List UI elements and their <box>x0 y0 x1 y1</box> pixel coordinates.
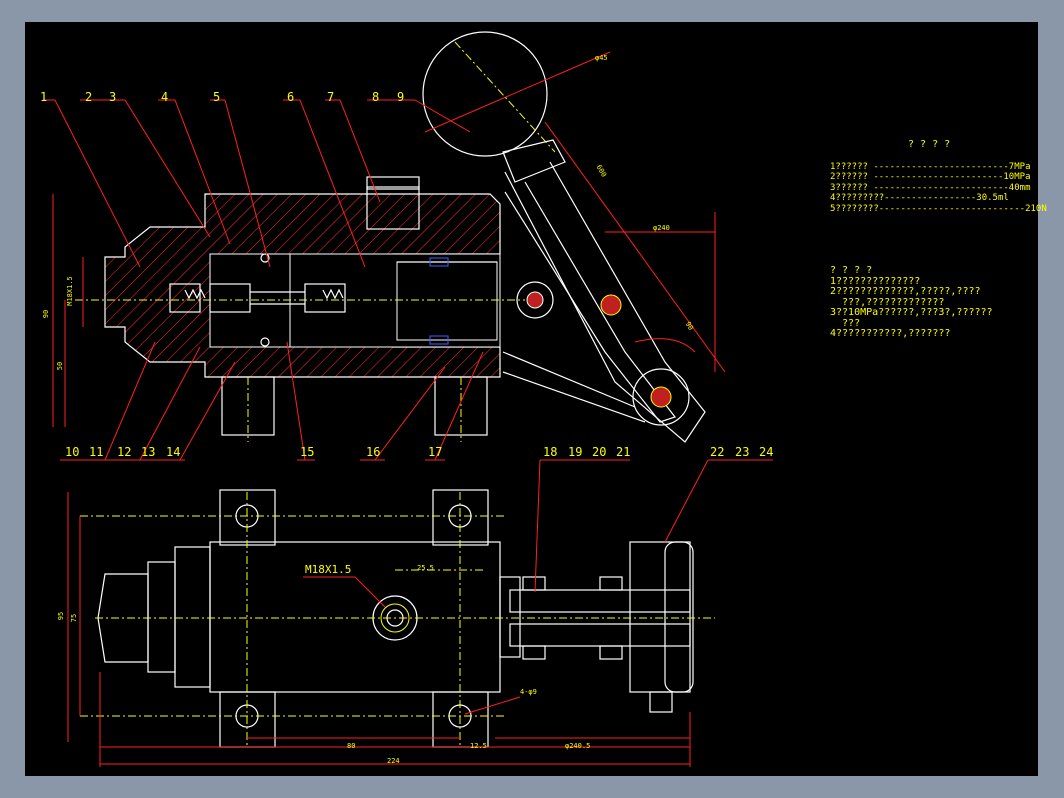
spec-notes: ? ? ? ? 1?????? ------------------------… <box>830 139 1047 214</box>
balloon-7: 7 <box>327 90 335 104</box>
balloon-18: 18 <box>543 445 558 459</box>
dim-80: 80 <box>347 742 356 750</box>
req-title: ? ? ? ? <box>830 265 873 276</box>
balloon-17: 17 <box>428 445 443 459</box>
balloon-24: 24 <box>759 445 774 459</box>
dim-95: 95 <box>57 611 66 621</box>
dim-50: 50 <box>56 361 65 371</box>
req-line-6: 4???????????,??????? <box>830 328 951 339</box>
hole-label: 4-φ9 <box>520 688 537 696</box>
dim-90b: 90 <box>683 320 695 332</box>
balloon-leaders <box>43 99 773 715</box>
balloon-12: 12 <box>117 445 132 459</box>
balloon-4: 4 <box>161 90 169 104</box>
balloon-20: 20 <box>592 445 607 459</box>
balloon-15: 15 <box>300 445 315 459</box>
spec-line-3: 3?????? -------------------------40mm <box>830 182 1031 193</box>
section-view <box>75 176 554 442</box>
balloon-3: 3 <box>109 90 117 104</box>
balloon-1: 1 <box>40 90 48 104</box>
balloon-labels-top: 1 2 3 4 5 6 7 8 9 10 11 12 13 14 15 16 1… <box>25 22 1038 776</box>
req-line-2: 2?????????????,?????,???? <box>830 286 981 297</box>
dim-240: φ240 <box>653 224 670 232</box>
dim-240-5: φ240.5 <box>565 742 591 750</box>
balloon-9: 9 <box>397 90 405 104</box>
dimension-lines <box>52 194 691 767</box>
handle-lever <box>422 31 726 443</box>
spec-line-4: 4?????????-----------------30.5ml <box>830 193 1009 203</box>
balloon-19: 19 <box>568 445 583 459</box>
balloon-2: 2 <box>85 90 93 104</box>
spec-title: ? ? ? ? <box>908 139 951 150</box>
balloon-21: 21 <box>616 445 631 459</box>
spec-line-2: 2?????? ------------------------10MPa <box>830 172 1031 182</box>
thread-label: M18X1.5 <box>305 563 352 576</box>
balloon-16: 16 <box>366 445 381 459</box>
dim-75: 75 <box>70 613 79 623</box>
spec-line-1: 1?????? -------------------------7MPa <box>830 161 1031 172</box>
balloon-23: 23 <box>735 445 750 459</box>
dim-m18: M18X1.5 <box>65 276 74 306</box>
dim-600: 600 <box>594 163 608 179</box>
balloon-10: 10 <box>65 445 80 459</box>
requirements-notes: ? ? ? ? 1?????????????? 2?????????????,?… <box>830 265 1030 340</box>
drawing-sheet: 1 2 3 4 5 6 7 8 9 10 11 12 13 14 15 16 1… <box>25 22 1047 776</box>
cad-drawing <box>43 31 773 767</box>
dim-25-5: 25.5 <box>417 564 434 572</box>
balloon-14: 14 <box>166 445 181 459</box>
req-line-3: ???,????????????? <box>830 296 945 308</box>
dim-90: 90 <box>42 309 51 319</box>
balloon-8: 8 <box>372 90 380 104</box>
balloon-11: 11 <box>89 445 104 459</box>
req-line-4: 3??10MPa??????,???3?,?????? <box>830 307 993 318</box>
dim-phi45: φ45 <box>595 54 608 62</box>
balloon-6: 6 <box>287 90 295 104</box>
dim-12-5: 12.5 <box>470 742 487 750</box>
plan-view <box>80 489 715 748</box>
balloon-5: 5 <box>213 90 221 104</box>
req-line-1: 1?????????????? <box>830 275 921 287</box>
spec-line-5: 5????????---------------------------210N <box>830 203 1047 214</box>
balloon-22: 22 <box>710 445 725 459</box>
dim-224: 224 <box>387 757 400 765</box>
balloon-13: 13 <box>141 445 156 459</box>
req-line-5: ??? <box>830 317 861 329</box>
